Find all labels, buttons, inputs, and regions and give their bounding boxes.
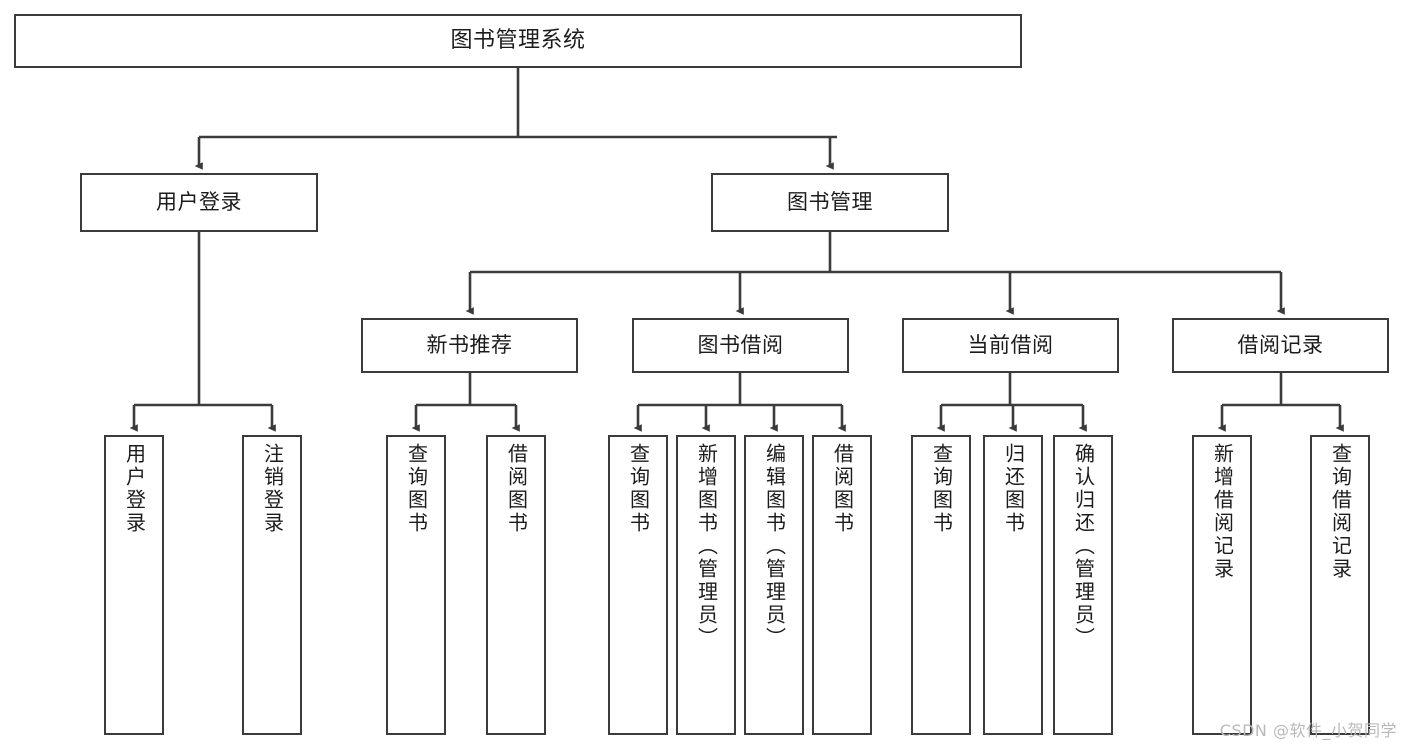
leaf-query-book-2[interactable]: 查询图书 (608, 435, 668, 735)
leaf-return-book[interactable]: 归还图书 (983, 435, 1043, 735)
leaf-query-book-1[interactable]: 查询图书 (386, 435, 446, 735)
leaf-logout-label: 注销登录 (260, 443, 285, 535)
leaf-confirm-return-label: 确认归还（管理员） (1071, 443, 1096, 650)
node-borrow-record[interactable]: 借阅记录 (1172, 318, 1389, 373)
node-current-borrow[interactable]: 当前借阅 (902, 318, 1119, 373)
leaf-query-record[interactable]: 查询借阅记录 (1310, 435, 1370, 735)
leaf-query-record-label: 查询借阅记录 (1328, 443, 1353, 581)
node-new-book-rec[interactable]: 新书推荐 (361, 318, 578, 373)
leaf-logout[interactable]: 注销登录 (242, 435, 302, 735)
node-new-book-rec-label: 新书推荐 (426, 332, 513, 357)
csdn-watermark: CSDN @软件_小贺同学 (1219, 721, 1397, 740)
node-borrow-record-label: 借阅记录 (1237, 332, 1324, 357)
leaf-borrow-book-1[interactable]: 借阅图书 (486, 435, 546, 735)
node-book-manage[interactable]: 图书管理 (711, 173, 949, 232)
leaf-query-book-1-label: 查询图书 (404, 443, 429, 535)
node-user-login[interactable]: 用户登录 (80, 173, 318, 232)
leaf-add-record[interactable]: 新增借阅记录 (1192, 435, 1252, 735)
leaf-add-record-label: 新增借阅记录 (1210, 443, 1235, 581)
node-root-label: 图书管理系统 (450, 27, 586, 53)
leaf-borrow-book-1-label: 借阅图书 (504, 443, 529, 535)
leaf-edit-book[interactable]: 编辑图书（管理员） (744, 435, 804, 735)
leaf-borrow-book-2-label: 借阅图书 (830, 443, 855, 535)
leaf-confirm-return[interactable]: 确认归还（管理员） (1053, 435, 1113, 735)
node-book-borrow[interactable]: 图书借阅 (632, 318, 849, 373)
leaf-query-book-3[interactable]: 查询图书 (911, 435, 971, 735)
leaf-borrow-book-2[interactable]: 借阅图书 (812, 435, 872, 735)
node-book-borrow-label: 图书借阅 (697, 332, 784, 357)
node-current-borrow-label: 当前借阅 (967, 332, 1054, 357)
leaf-user-login-label: 用户登录 (122, 443, 147, 535)
leaf-query-book-2-label: 查询图书 (626, 443, 651, 535)
node-user-login-label: 用户登录 (156, 189, 242, 214)
leaf-query-book-3-label: 查询图书 (929, 443, 954, 535)
leaf-add-book[interactable]: 新增图书（管理员） (676, 435, 736, 735)
node-root[interactable]: 图书管理系统 (14, 14, 1022, 68)
node-book-manage-label: 图书管理 (787, 189, 873, 214)
leaf-add-book-label: 新增图书（管理员） (694, 443, 719, 650)
leaf-return-book-label: 归还图书 (1001, 443, 1026, 535)
leaf-user-login[interactable]: 用户登录 (104, 435, 164, 735)
leaf-edit-book-label: 编辑图书（管理员） (762, 443, 787, 650)
